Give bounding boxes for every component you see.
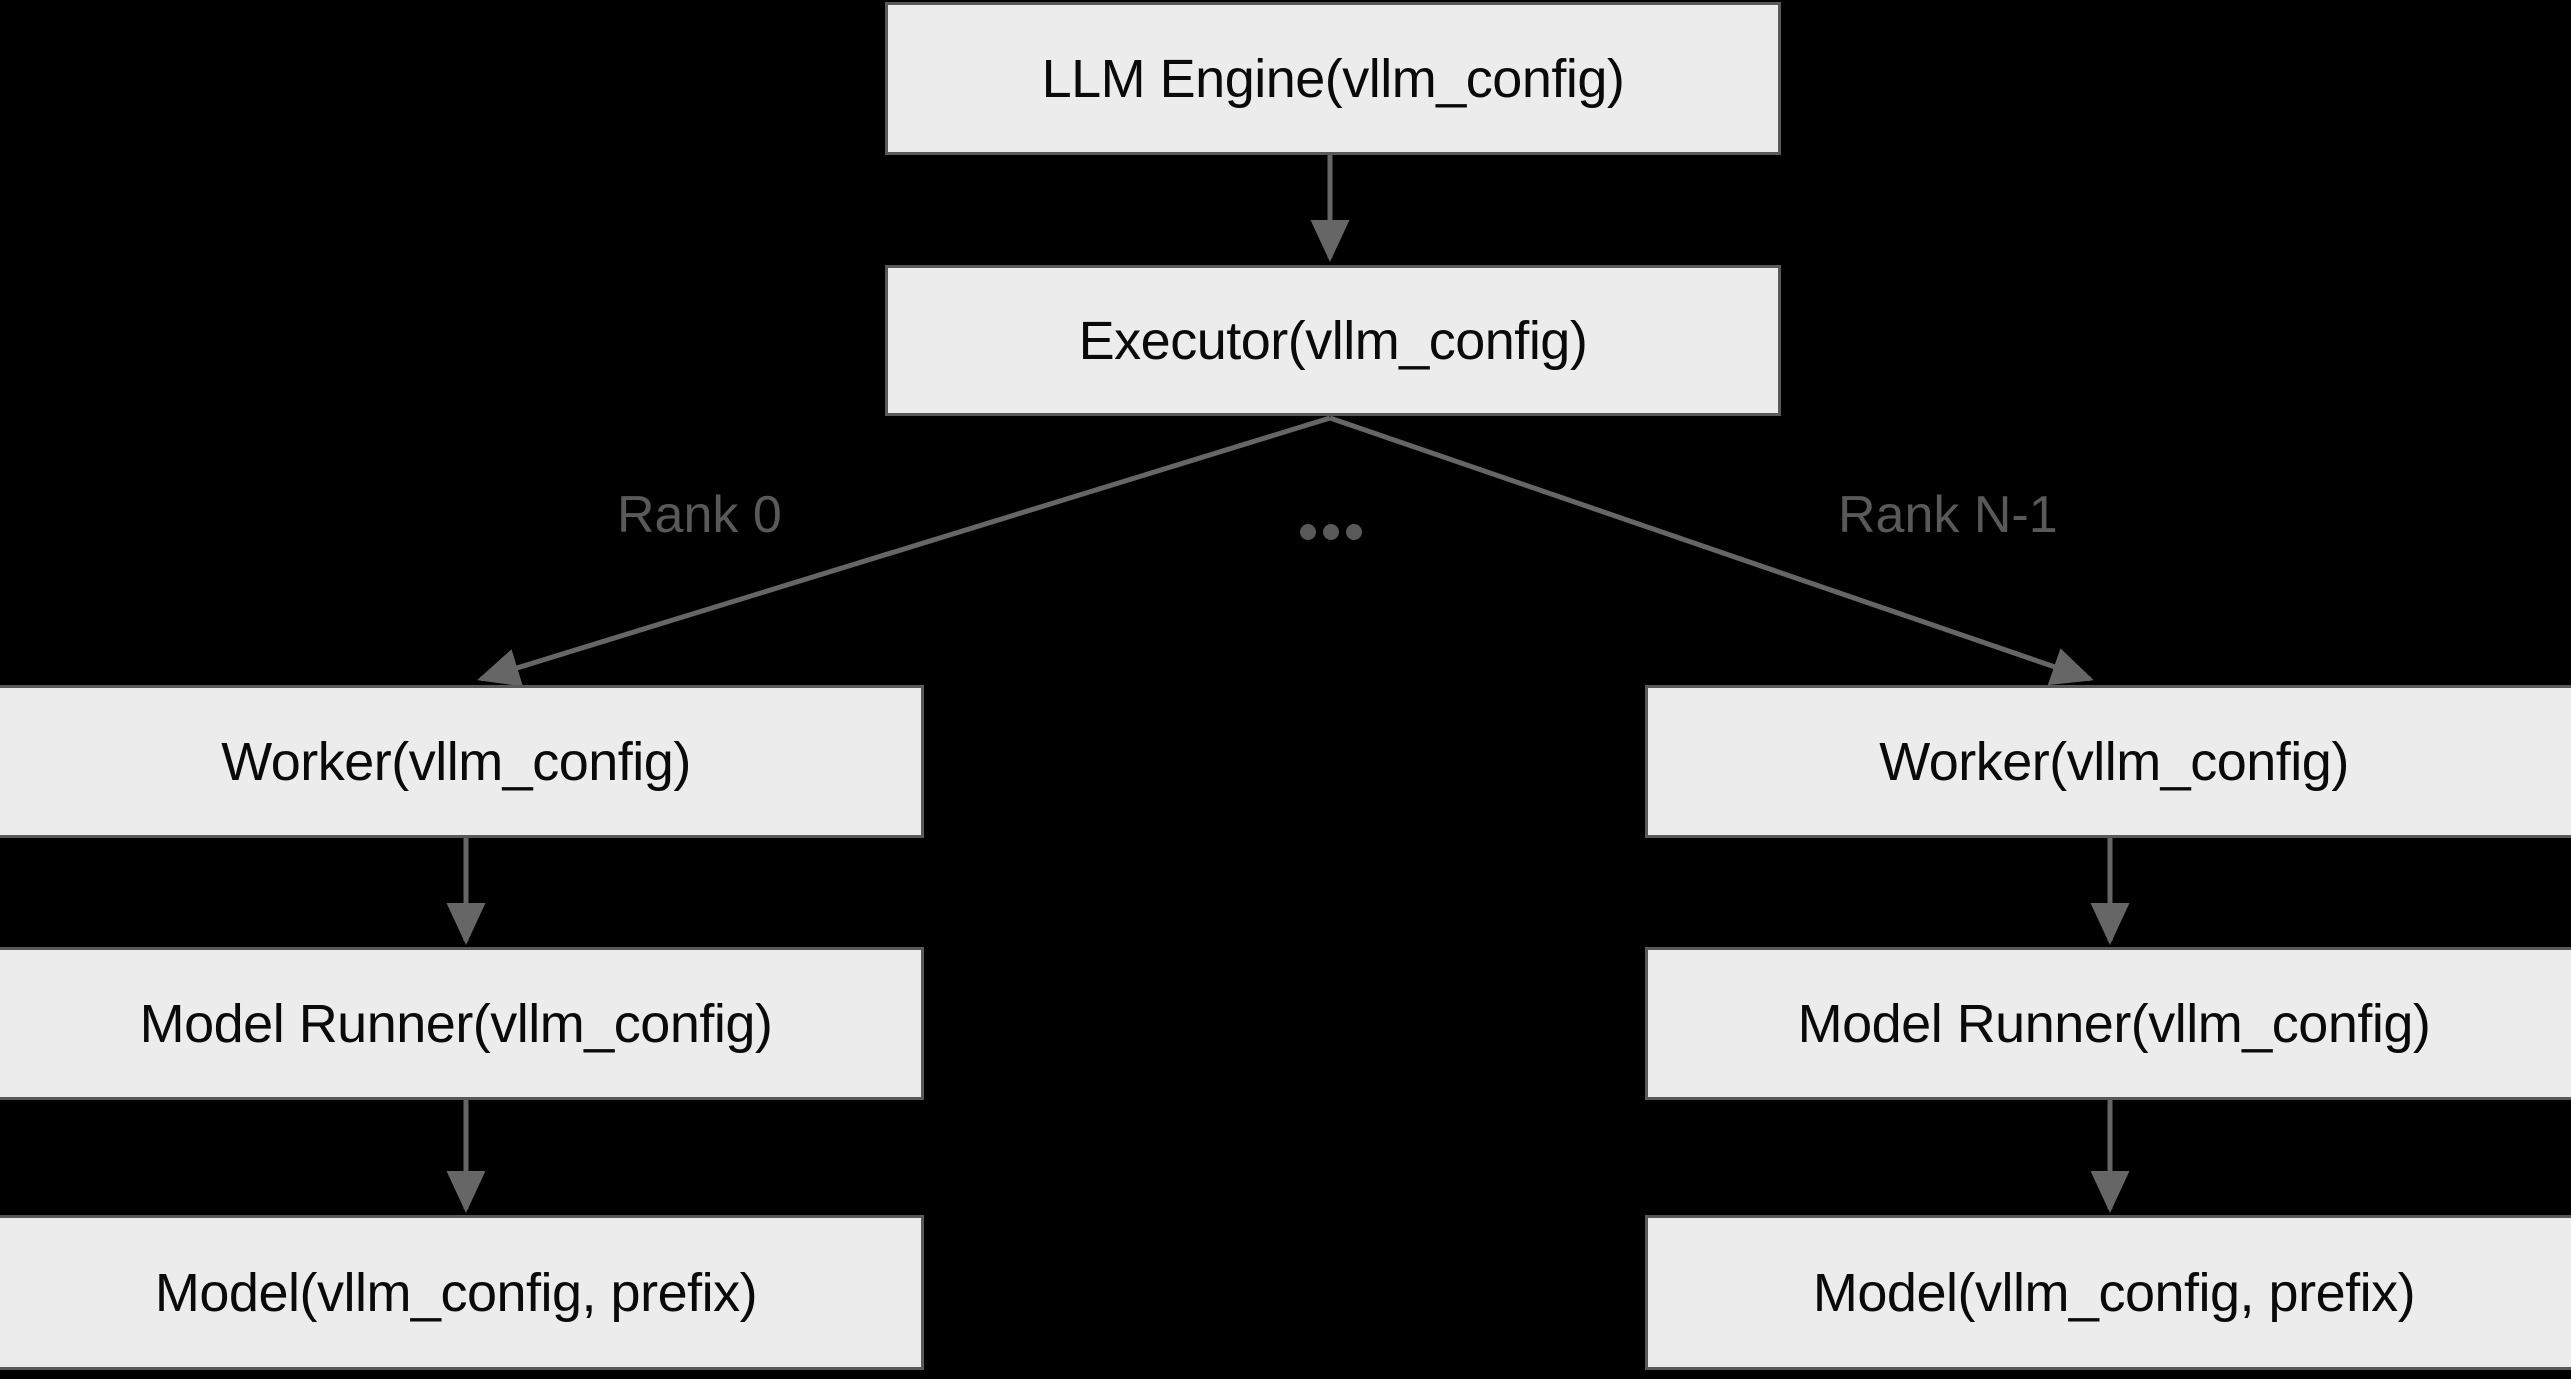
node-executor-label: Executor(vllm_config) xyxy=(1078,310,1588,371)
ellipsis-dot-icon xyxy=(1300,524,1316,540)
node-worker-right[interactable]: Worker(vllm_config) xyxy=(1645,685,2571,838)
node-worker-left[interactable]: Worker(vllm_config) xyxy=(0,685,924,838)
node-llm-engine[interactable]: LLM Engine(vllm_config) xyxy=(885,2,1781,155)
node-model-runner-right[interactable]: Model Runner(vllm_config) xyxy=(1645,947,2571,1100)
node-model-right-label: Model(vllm_config, prefix) xyxy=(1812,1262,2416,1323)
node-model-runner-right-label: Model Runner(vllm_config) xyxy=(1797,993,2431,1054)
node-model-runner-left[interactable]: Model Runner(vllm_config) xyxy=(0,947,924,1100)
edge-executor-to-worker-left xyxy=(477,415,1331,687)
edge-executor-to-worker-right xyxy=(1329,415,2094,686)
node-model-right[interactable]: Model(vllm_config, prefix) xyxy=(1645,1215,2571,1370)
node-worker-left-label: Worker(vllm_config) xyxy=(221,731,691,792)
node-model-left-label: Model(vllm_config, prefix) xyxy=(154,1262,758,1323)
ellipsis-dot-icon xyxy=(1346,524,1362,540)
node-model-left[interactable]: Model(vllm_config, prefix) xyxy=(0,1215,924,1370)
ellipsis-dot-icon xyxy=(1323,524,1339,540)
edge-label-rank-ellipsis xyxy=(1300,524,1362,540)
node-worker-right-label: Worker(vllm_config) xyxy=(1879,731,2349,792)
node-model-runner-left-label: Model Runner(vllm_config) xyxy=(139,993,773,1054)
edge-label-rank-0: Rank 0 xyxy=(617,486,782,544)
node-llm-engine-label: LLM Engine(vllm_config) xyxy=(1041,48,1625,109)
node-executor[interactable]: Executor(vllm_config) xyxy=(885,265,1781,416)
edge-label-rank-n-1: Rank N-1 xyxy=(1838,486,2058,544)
